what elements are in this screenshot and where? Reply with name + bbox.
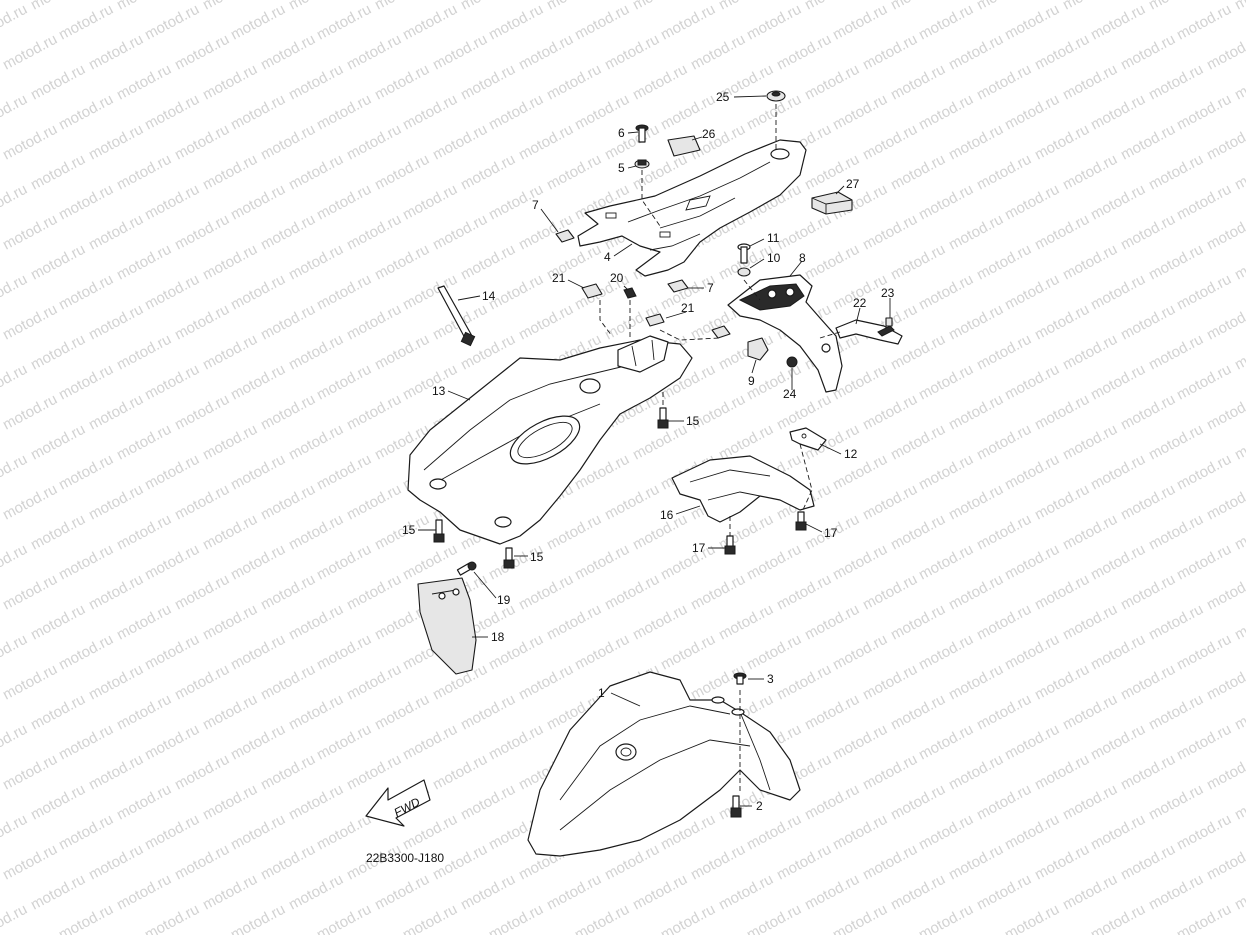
inner-fender <box>671 455 815 523</box>
callout-22: 22 <box>853 296 867 310</box>
bolt-2 <box>730 795 742 818</box>
nut-21b <box>645 313 665 327</box>
nut-20 <box>623 287 637 299</box>
pad-27 <box>811 191 853 215</box>
license-bracket <box>835 317 903 345</box>
rear-fender <box>407 335 693 545</box>
callout-24: 24 <box>783 387 797 401</box>
front-fender <box>527 671 801 857</box>
callout-6: 6 <box>618 126 625 140</box>
callout-21a: 21 <box>552 271 566 285</box>
bracket-12 <box>789 427 827 451</box>
side-cover-assembly <box>577 139 807 277</box>
callout-14: 14 <box>482 289 496 303</box>
callout-25: 25 <box>716 90 730 104</box>
callout-labels: 1 2 3 4 5 6 7 7 8 9 10 11 12 13 14 15 15… <box>402 90 895 813</box>
bolt-15-center <box>657 407 669 429</box>
callout-19: 19 <box>497 593 511 607</box>
cable-tie <box>437 285 476 347</box>
callout-11: 11 <box>767 231 780 245</box>
callout-9: 9 <box>748 374 755 388</box>
bolt-17-right <box>795 511 807 531</box>
nut-21a <box>581 283 603 299</box>
damper-parts <box>747 337 798 368</box>
callout-21b: 21 <box>681 301 695 315</box>
diagram-code: 22B3300-J180 <box>366 851 444 865</box>
callout-2: 2 <box>756 799 763 813</box>
callout-17b: 17 <box>824 526 838 540</box>
screw-19 <box>456 561 477 576</box>
callout-15c: 15 <box>530 550 544 564</box>
callout-3: 3 <box>767 672 774 686</box>
nut-21c <box>711 325 731 339</box>
callout-5: 5 <box>618 161 625 175</box>
clip-3 <box>733 672 747 685</box>
bolt-15-left <box>433 519 445 543</box>
mud-flap <box>417 577 477 675</box>
pad-26 <box>667 135 701 157</box>
fwd-arrow: FWD <box>365 779 431 827</box>
callout-8: 8 <box>799 251 806 265</box>
bolt-15-lower <box>503 547 515 569</box>
callout-20: 20 <box>610 271 624 285</box>
callout-7b: 7 <box>707 281 714 295</box>
bolt-6-washer-5 <box>634 124 650 169</box>
callout-27: 27 <box>846 177 860 191</box>
callout-15b: 15 <box>402 523 416 537</box>
cap-25 <box>766 90 786 102</box>
callout-26: 26 <box>702 127 716 141</box>
screw-collar-11-10 <box>737 243 751 277</box>
seat-bracket <box>727 274 843 393</box>
callout-1: 1 <box>598 686 605 700</box>
callout-4: 4 <box>604 250 611 264</box>
callout-18: 18 <box>491 630 505 644</box>
callout-23: 23 <box>881 286 895 300</box>
callout-15a: 15 <box>686 414 700 428</box>
callout-10: 10 <box>767 251 781 265</box>
bolt-17-left <box>724 535 736 555</box>
nut-7b <box>667 279 689 293</box>
callout-7a: 7 <box>532 198 539 212</box>
callout-16: 16 <box>660 508 674 522</box>
callout-12: 12 <box>844 447 858 461</box>
callout-17a: 17 <box>692 541 706 555</box>
nut-7a <box>555 229 575 243</box>
alignment-lines <box>599 104 841 792</box>
leader-lines <box>418 95 891 807</box>
callout-13: 13 <box>432 384 446 398</box>
